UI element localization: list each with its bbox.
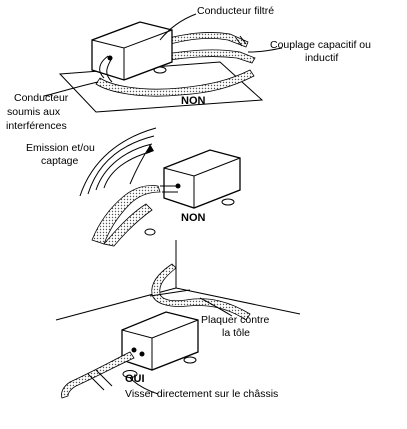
disturbed-conductor-1 [95,69,255,97]
ground-screw-2 [144,228,156,236]
output-conductor [61,351,135,399]
filter-box-3 [121,311,199,371]
verdict-2: NON [181,212,206,224]
terminal-3b [139,351,145,357]
mounting-lug-1 [153,66,167,74]
leader-coupling [247,47,283,53]
terminal-3a [131,347,137,353]
label-filtered-conductor: Conducteur filtré [197,5,274,17]
label-emission-line2: captage [41,155,79,167]
label-disturbed-line2: soumis aux [7,106,61,118]
panel-2-wrong-loop: Emission et/ou captage NON [26,127,241,247]
chassis-right-edge [175,287,301,315]
filtered-conductor-2 [159,49,256,64]
label-disturbed-line3: interférences [6,120,67,132]
loop-conductor-outer [91,185,161,245]
cable-clamp [87,369,113,391]
leader-press [199,297,233,317]
filter-box-2 [163,149,241,209]
panel-1-wrong-routing: Conducteur filtré Couplage capacitif ou … [6,5,371,132]
emission-arrow-head [146,144,154,154]
mounting-lug-3 [183,356,197,364]
chassis-screw [122,370,138,378]
ground-plate-1 [58,61,264,113]
emission-arc-3 [87,135,155,195]
terminal-wires-2 [160,185,178,193]
coupling-marks [235,35,247,47]
label-screw: Visser directement sur le châssis [125,388,278,400]
loop-conductor-inner [103,203,153,247]
terminal-2 [175,183,181,189]
filtered-conductor-1 [159,32,249,48]
leader-screw [129,377,159,395]
verdict-3: OUI [125,373,145,385]
label-disturbed-line1: Conducteur [14,92,69,104]
leader-filtered [159,13,197,41]
emission-arc-2 [95,143,153,191]
label-coupling-line1: Couplage capacitif ou [270,39,371,51]
leader-disturbed [43,81,99,97]
label-coupling-line2: inductif [305,52,338,64]
clamp-line [149,289,191,297]
mounting-lug-2 [221,198,235,206]
emission-arc-4 [79,127,157,197]
verdict-1: NON [181,95,206,107]
label-emission-line1: Emission et/ou [26,142,95,154]
label-press-line1: Plaquer contre [201,314,269,326]
filter-box-1 [91,21,173,81]
label-press-line2: la tôle [222,327,250,339]
panel-3-correct-mounting: Plaquer contre la tôle OUI Visser direct… [55,240,301,400]
